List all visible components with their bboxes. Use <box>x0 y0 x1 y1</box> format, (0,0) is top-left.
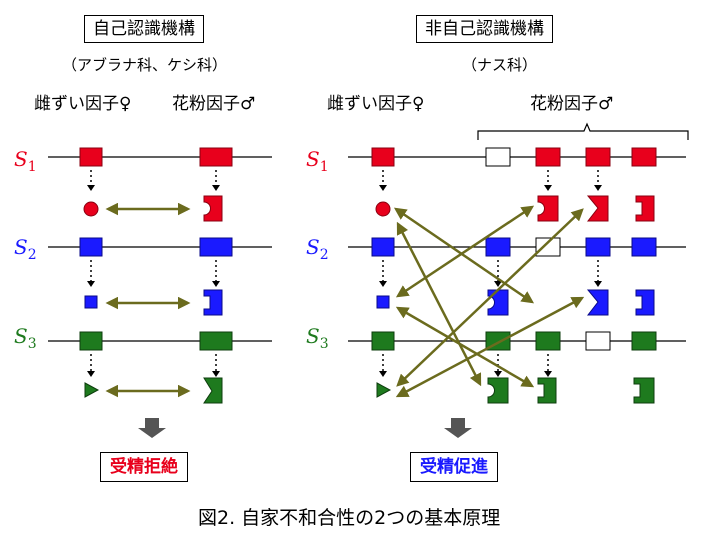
right-pollen-gene-s1 <box>535 147 561 167</box>
right-pistil-protein-s3 <box>376 382 392 398</box>
right-pollen-protein-green <box>487 377 509 404</box>
right-pollen-protein-red <box>586 195 609 222</box>
left-s1-label: S1 <box>14 147 37 175</box>
left-pollen-gene-s2 <box>199 237 233 257</box>
left-panel-title: 自己認識機構 <box>84 15 204 43</box>
right-pistil-protein-s2 <box>376 295 390 309</box>
right-pollen-protein-blue <box>586 289 609 316</box>
right-pollen-gene-s2 <box>631 237 657 257</box>
right-pistil-gene-s1 <box>371 147 395 167</box>
left-pistil-protein-s1 <box>83 201 99 217</box>
figure-caption: 図2. 自家不和合性の2つの基本原理 <box>198 507 501 529</box>
left-s2-label: S2 <box>14 235 37 263</box>
right-pollen-protein-green <box>633 377 655 404</box>
left-pistil-protein-s3 <box>84 382 100 398</box>
right-pistil-gene-s3 <box>371 331 395 351</box>
right-pollen-protein-blue <box>487 289 509 316</box>
left-pollen-protein-s1 <box>203 195 223 222</box>
right-pollen-protein-red <box>635 195 655 222</box>
right-pollen-gene-s1 <box>631 147 657 167</box>
left-pistil-protein-s2 <box>84 295 98 309</box>
right-pollen-gene-empty <box>485 147 511 167</box>
left-result-label: 受精拒絶 <box>100 452 188 482</box>
right-pistil-header: 雌ずい因子♀ <box>327 94 425 114</box>
right-pollen-gene-s3 <box>535 331 561 351</box>
right-pollen-gene-s1 <box>585 147 611 167</box>
right-pollen-gene-s3 <box>631 331 657 351</box>
left-pollen-header: 花粉因子♂ <box>172 94 256 114</box>
right-pollen-protein-red <box>537 195 559 222</box>
right-pollen-header: 花粉因子♂ <box>530 94 614 114</box>
right-result-arrow-icon <box>444 418 472 438</box>
left-s3-label: S3 <box>14 324 37 352</box>
pollen-genes-bracket <box>477 122 689 140</box>
left-panel-subtitle: （アブラナ科、ケシ科） <box>62 56 228 74</box>
left-result-arrow-icon <box>138 418 166 438</box>
right-pistil-protein-s1 <box>375 201 391 217</box>
right-result-label: 受精促進 <box>410 452 498 482</box>
right-s3-label: S3 <box>306 324 329 352</box>
nonself-interaction-arrow <box>393 207 535 304</box>
right-pollen-gene-s2 <box>485 237 511 257</box>
nonself-interaction-arrow <box>395 205 535 298</box>
left-pollen-protein-s2 <box>203 289 223 316</box>
right-pistil-gene-s2 <box>371 237 395 257</box>
left-pollen-gene-s1 <box>199 147 233 167</box>
nonself-interaction-arrow <box>395 296 585 398</box>
right-panel-title: 非自己認識機構 <box>416 15 553 43</box>
left-pollen-gene-s3 <box>199 331 233 351</box>
left-pistil-header: 雌ずい因子♀ <box>34 94 132 114</box>
left-pistil-gene-s1 <box>79 147 103 167</box>
right-s2-label: S2 <box>306 235 329 263</box>
left-pollen-protein-s3 <box>203 377 223 404</box>
right-pollen-protein-green <box>537 377 557 404</box>
left-pistil-gene-s2 <box>79 237 103 257</box>
right-s1-label: S1 <box>306 147 329 175</box>
left-pistil-gene-s3 <box>79 331 103 351</box>
right-pollen-protein-blue <box>635 289 655 316</box>
right-panel-subtitle: （ナス科） <box>462 56 538 74</box>
right-pollen-gene-empty <box>585 331 611 351</box>
right-pollen-gene-s2 <box>585 237 611 257</box>
